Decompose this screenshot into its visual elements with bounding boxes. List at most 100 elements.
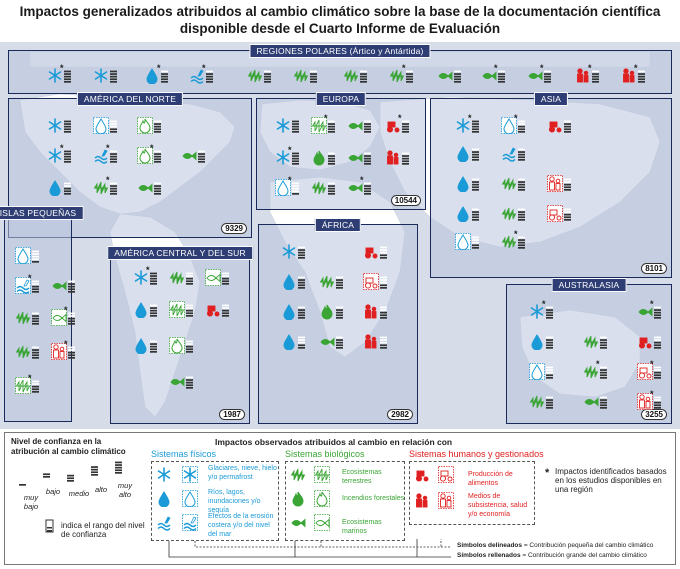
glacier-snow-icon-filled: * (275, 145, 303, 167)
impact-symbol (637, 393, 653, 410)
glacier-snow-icon-filled: * (47, 63, 75, 85)
confidence-bars (150, 340, 157, 353)
study-star-icon: * (542, 299, 546, 309)
confidence-bars (364, 152, 371, 165)
impact-symbol (438, 466, 454, 483)
marine-ecosystem-icon-filled (290, 514, 318, 532)
impact-symbol (456, 118, 470, 133)
terrestrial-ecosystem-icon-filled (319, 273, 347, 291)
confidence-bars (518, 208, 525, 221)
impact-symbol (457, 176, 469, 192)
marine-ecosystem-icon-outlined (314, 514, 342, 532)
study-star-icon: * (494, 63, 498, 73)
legend-connector-lines (168, 539, 451, 558)
confidence-bars (68, 312, 75, 325)
study-star-icon: * (28, 273, 32, 283)
river-drop-icon-outlined: * (275, 175, 303, 197)
impact-symbol (157, 467, 171, 482)
confidence-bars (43, 465, 50, 478)
confidence-bars (298, 246, 305, 259)
glacier-snow-icon-filled: * (455, 113, 483, 135)
impact-symbol (501, 117, 517, 134)
study-star-icon: * (514, 229, 518, 239)
physical-item-label: Ríos, lagos, inundaciones y/o sequía (208, 489, 261, 514)
confidence-bars (32, 380, 39, 393)
confidence-bars (472, 236, 479, 249)
study-count: 2982 (387, 409, 413, 420)
river-drop-icon-outlined (15, 247, 43, 265)
confidence-bars (546, 396, 553, 409)
study-star-icon: * (324, 113, 328, 123)
marine-ecosystem-icon-filled (319, 333, 347, 351)
river-drop-icon-filled: * (144, 63, 172, 85)
impact-symbol (205, 269, 221, 286)
physical-item-label: Efectos de la erosión costera y/o del ni… (208, 513, 274, 538)
glacier-snow-icon-filled (47, 117, 75, 135)
impact-symbol (137, 147, 153, 164)
river-drop-icon-filled (133, 301, 161, 319)
study-star-icon: * (60, 63, 64, 73)
confidence-bars (222, 272, 229, 285)
confidence-bars (32, 250, 39, 263)
study-star-icon: * (157, 63, 161, 73)
impact-symbol (416, 493, 428, 508)
confidence-bars (454, 70, 461, 83)
coastal-erosion-icon-filled (156, 514, 184, 532)
confidence-bars (161, 70, 168, 83)
confidence-bars (292, 120, 299, 133)
impact-symbol (190, 69, 204, 84)
terrestrial-ecosystem-icon-outlined (314, 466, 342, 484)
observed-impacts-title: Impactos observados atribuidos al cambio… (215, 437, 453, 447)
region-label: AMÉRICA CENTRAL Y DEL SUR (107, 246, 253, 260)
terrestrial-ecosystem-icon-filled (501, 205, 529, 223)
impact-symbol (638, 307, 653, 317)
food-production-icon-outlined (363, 273, 391, 291)
food-production-icon-filled (414, 466, 442, 484)
terrestrial-ecosystem-icon-filled (247, 67, 275, 85)
confidence-bars (518, 178, 525, 191)
impact-symbol (457, 206, 469, 222)
confidence-bars (115, 461, 122, 474)
confidence-bars (154, 150, 161, 163)
impact-symbol (623, 68, 635, 83)
impact-symbol (206, 305, 220, 317)
confidence-bars (32, 312, 39, 325)
confidence-bars (564, 208, 571, 221)
study-star-icon: * (650, 389, 654, 399)
confidence-level-label: muy bajo (23, 493, 39, 511)
livelihood-health-icon-outlined: * (637, 389, 665, 411)
impact-symbol (321, 304, 333, 320)
study-count: 8101 (641, 263, 667, 274)
region-central-south-america: AMÉRICA CENTRAL Y DEL SUR 1987 * (107, 246, 253, 424)
confidence-bars (360, 70, 367, 83)
terrestrial-ecosystem-icon-outlined: * (15, 373, 43, 395)
confidence-level-label: muy alto (117, 481, 133, 499)
impact-symbol (15, 311, 31, 325)
confidence-bars-medium (67, 469, 95, 487)
confidence-bars (198, 150, 205, 163)
impact-symbol (314, 466, 330, 483)
confidence-bars (186, 340, 193, 353)
confidence-bars (654, 396, 661, 409)
star-icon: * (545, 467, 550, 479)
impact-symbol (529, 363, 545, 380)
confidence-bars (592, 70, 599, 83)
study-star-icon: * (398, 113, 402, 123)
wildfire-icon-filled (319, 303, 347, 321)
glacier-snow-icon-outlined (182, 466, 210, 484)
impact-symbol (94, 149, 108, 164)
confidence-bars (380, 306, 387, 319)
region-small-islands: ISLAS PEQUEÑAS * * * * (0, 206, 84, 422)
impact-symbol (365, 334, 377, 349)
impact-symbol (247, 69, 263, 83)
impact-symbol (584, 397, 599, 407)
coastal-erosion-icon-filled: * (189, 63, 217, 85)
study-count: 9329 (221, 223, 247, 234)
region-label: ASIA (533, 92, 569, 106)
impact-symbol (137, 117, 153, 134)
terrestrial-ecosystem-icon-filled: * (501, 229, 529, 251)
human-systems-box: Producción de alimentos Medios de subsis… (409, 461, 535, 525)
terrestrial-ecosystem-icon-filled (15, 309, 43, 327)
impact-symbol (386, 121, 400, 133)
confidence-bars (546, 336, 553, 349)
